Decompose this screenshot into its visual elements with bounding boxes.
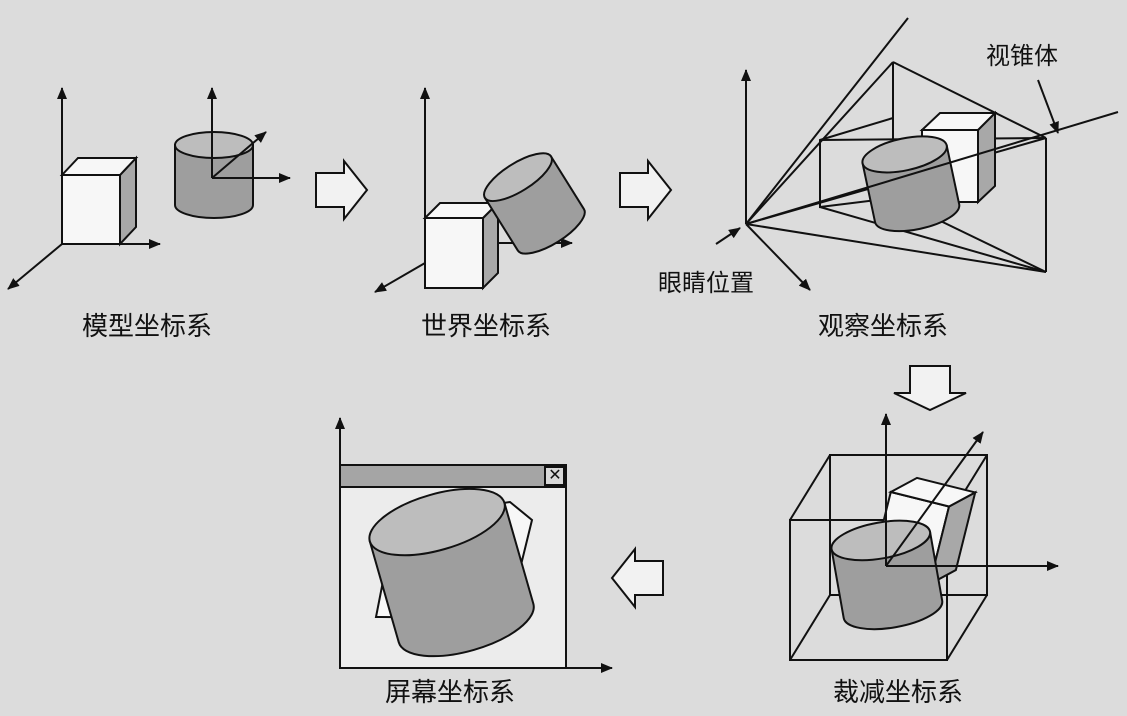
view-axes xyxy=(741,69,811,291)
world-cylinder xyxy=(483,152,586,255)
label-screen-coordinates: 屏幕坐标系 xyxy=(385,678,516,708)
frustum-pointer xyxy=(1037,79,1059,134)
model-stage xyxy=(7,87,291,290)
clip-stage xyxy=(789,413,1059,661)
arrow-clip-to-screen xyxy=(610,546,664,610)
model-cube xyxy=(59,155,139,247)
view-stage xyxy=(715,17,1119,291)
model-cylinder xyxy=(174,131,254,219)
label-view-coordinates: 观察坐标系 xyxy=(818,312,949,342)
label-eye-position: 眼睛位置 xyxy=(658,269,754,297)
screen-stage xyxy=(335,417,613,673)
view-cylinder xyxy=(861,135,961,233)
world-cube xyxy=(422,200,501,291)
label-clip-coordinates: 裁减坐标系 xyxy=(833,678,964,708)
arrow-model-to-world xyxy=(315,158,369,222)
world-stage xyxy=(374,87,586,293)
clip-axes xyxy=(881,413,1059,571)
window-close-button[interactable] xyxy=(544,466,565,486)
arrow-world-to-view xyxy=(619,158,673,222)
clip-cylinder xyxy=(830,519,944,631)
clip-box xyxy=(789,454,988,661)
eye-pointer xyxy=(715,227,741,245)
label-world-coordinates: 世界坐标系 xyxy=(421,312,552,342)
arrow-view-to-clip xyxy=(893,365,967,412)
label-frustum: 视锥体 xyxy=(986,42,1058,70)
close-icon[interactable]: ✕ xyxy=(548,465,562,484)
model-cylinder-axes xyxy=(207,87,291,183)
screen-cylinder xyxy=(368,487,535,658)
label-model-coordinates: 模型坐标系 xyxy=(82,312,213,342)
